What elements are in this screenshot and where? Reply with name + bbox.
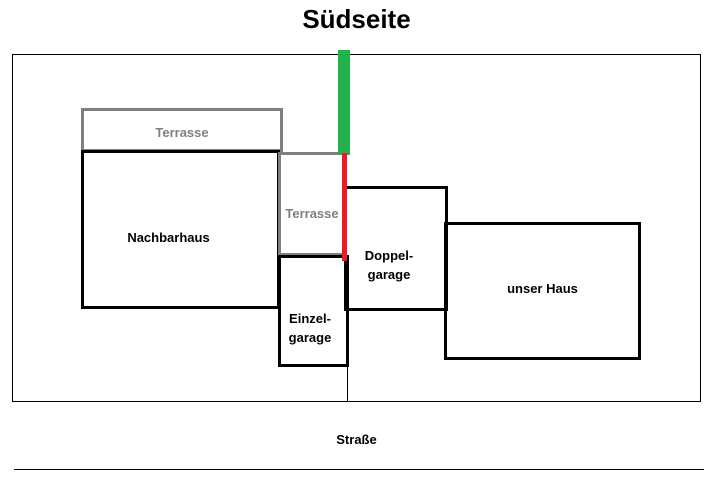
red-boundary-line	[342, 153, 347, 261]
terrasse-mid-label: Terrasse	[285, 206, 339, 221]
nachbarhaus-label: Nachbarhaus	[127, 230, 210, 245]
unser-haus-box	[444, 222, 641, 360]
terrasse-top-label: Terrasse	[155, 125, 209, 140]
street-label: Straße	[336, 432, 377, 447]
diagram-title: Südseite	[302, 4, 411, 34]
property-outline	[12, 54, 701, 402]
einzelgarage-box	[278, 255, 349, 367]
green-boundary-line	[338, 50, 350, 155]
doppelgarage-label: Doppel- garage	[364, 248, 414, 282]
einzelgarage-label: Einzel- garage	[288, 311, 332, 345]
property-divider-line	[347, 366, 348, 402]
unser-haus-label: unser Haus	[507, 281, 578, 296]
street-line	[14, 469, 704, 470]
